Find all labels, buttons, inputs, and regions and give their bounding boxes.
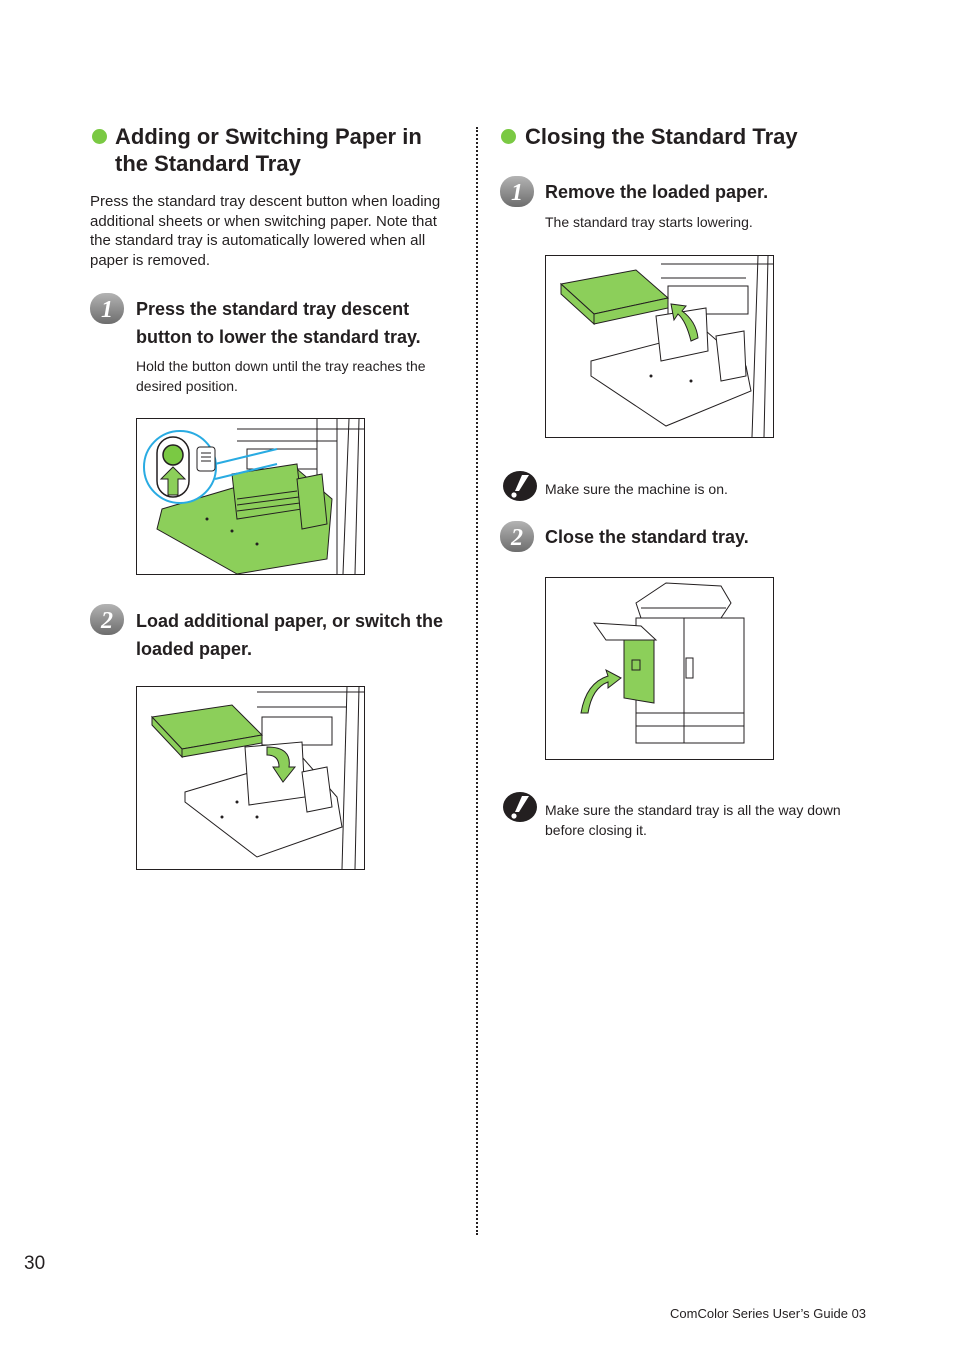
figure-remove-paper: [545, 255, 774, 438]
figure-tray-descent: [136, 418, 365, 575]
left-section-title: Adding or Switching Paper in the Standar…: [115, 124, 422, 176]
step-badge-icon: 2: [500, 521, 534, 552]
curved-arrow-icon: [266, 746, 297, 783]
left-intro-text: Press the standard tray descent button w…: [90, 193, 441, 269]
curved-arrow-icon: [580, 668, 622, 714]
right-step1-note: The standard tray starts lowering.: [545, 214, 753, 230]
column-divider: [476, 127, 478, 1235]
footer-text: ComColor Series User’s Guide 03: [670, 1306, 867, 1321]
step-number: 2: [510, 525, 523, 551]
left-step1-title: Press the standard tray descent button t…: [136, 299, 421, 347]
curved-arrow-icon: [670, 303, 699, 342]
left-step2-title: Load additional paper, or switch the loa…: [136, 611, 444, 659]
caution-icon: [503, 792, 537, 822]
tray-descent-button-icon: [156, 436, 190, 498]
left-step1-note: Hold the button down until the tray reac…: [136, 358, 426, 394]
step-number: 2: [100, 608, 113, 634]
step-badge-icon: 1: [500, 176, 534, 207]
step-number: 1: [511, 180, 523, 206]
right-step2-title: Close the standard tray.: [545, 527, 749, 547]
step-badge-icon: 1: [90, 293, 124, 324]
figure-close-tray: [545, 577, 774, 760]
section-bullet-icon: [501, 129, 516, 144]
caution-icon: [503, 471, 537, 501]
right-step1-title: Remove the loaded paper.: [545, 182, 769, 202]
step-number: 1: [101, 297, 113, 323]
page-number: 30: [24, 1253, 46, 1274]
up-arrow-icon: [159, 466, 187, 496]
right-note-2: Make sure the standard tray is all the w…: [545, 802, 841, 838]
step-badge-icon: 2: [90, 604, 124, 635]
right-section-title: Closing the Standard Tray: [525, 124, 798, 149]
figure-load-paper: [136, 686, 365, 870]
section-bullet-icon: [92, 129, 107, 144]
right-note-1: Make sure the machine is on.: [545, 481, 728, 497]
